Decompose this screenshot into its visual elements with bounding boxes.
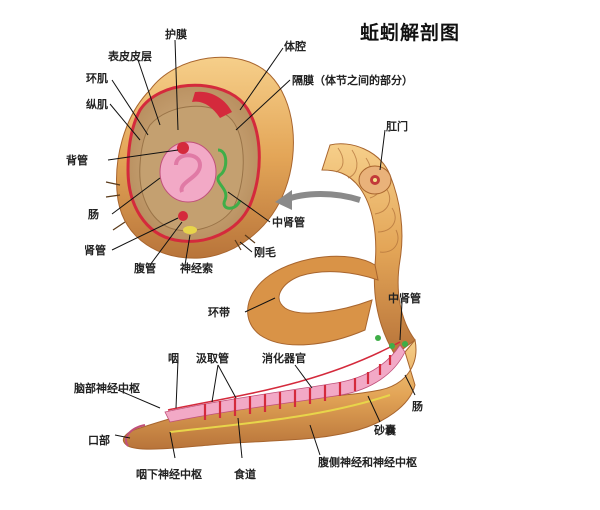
label-ventral-nerve: 腹侧神经和神经中枢 [318,456,417,469]
clitellum-loop [247,255,379,346]
dorsal-vessel [167,341,401,411]
label-suction: 汲取管 [196,352,229,365]
label-intestine-section: 肠 [88,208,99,221]
page-title: 蚯蚓解剖图 [360,22,461,44]
label-esophagus: 食道 [234,468,256,481]
label-longitudinal-muscle: 纵肌 [86,98,108,111]
ventral-vessel-section [178,211,188,221]
nerve-cord-section [183,226,197,234]
label-nephridium-body: 中肾管 [388,292,421,305]
label-gizzard: 砂囊 [374,424,396,437]
label-peritoneum: 护膜 [165,28,187,41]
intestine-section [159,141,217,203]
gut-tube [164,344,406,423]
internal-organs [125,335,408,447]
arrow-head [275,190,292,210]
vessel-rings [203,355,392,420]
label-digestive: 消化器官 [262,352,306,365]
label-clitellum: 环带 [208,306,230,319]
label-nerve-cord: 神经索 [180,262,213,275]
gray-arrow [283,191,361,203]
label-ventral-vessel: 腹管 [134,262,156,275]
ventral-nerve-cord [169,394,391,433]
label-septum: 隔膜（体节之间的部分） [292,74,413,87]
label-kidney-vessel: 肾管 [84,244,106,257]
worm-main-segment [122,338,417,450]
label-circular-muscle: 环肌 [86,72,108,85]
label-cerebral-ganglion: 脑部神经中枢 [74,382,140,395]
label-setae: 刚毛 [254,246,276,259]
worm-body [122,143,417,450]
nephridia-marks [375,335,408,349]
dorsal-vessel-section [177,142,189,154]
label-pharynx: 咽 [168,352,179,365]
label-subpharyngeal: 咽下神经中枢 [136,468,202,481]
setae-marks [105,181,256,251]
label-intestine-body: 肠 [412,400,423,413]
label-nephridium-section: 中肾管 [272,216,305,229]
label-coelom: 体腔 [284,40,306,53]
label-mouth: 口部 [88,434,110,447]
label-epidermis: 表皮皮层 [108,50,152,63]
cross-section [105,56,294,259]
label-anus: 肛门 [386,120,408,133]
septum-section [192,91,232,118]
label-dorsal-vessel: 背管 [66,154,88,167]
leader-lines [107,39,416,459]
mouth-tip [125,424,146,447]
nephridium-section [216,148,242,210]
